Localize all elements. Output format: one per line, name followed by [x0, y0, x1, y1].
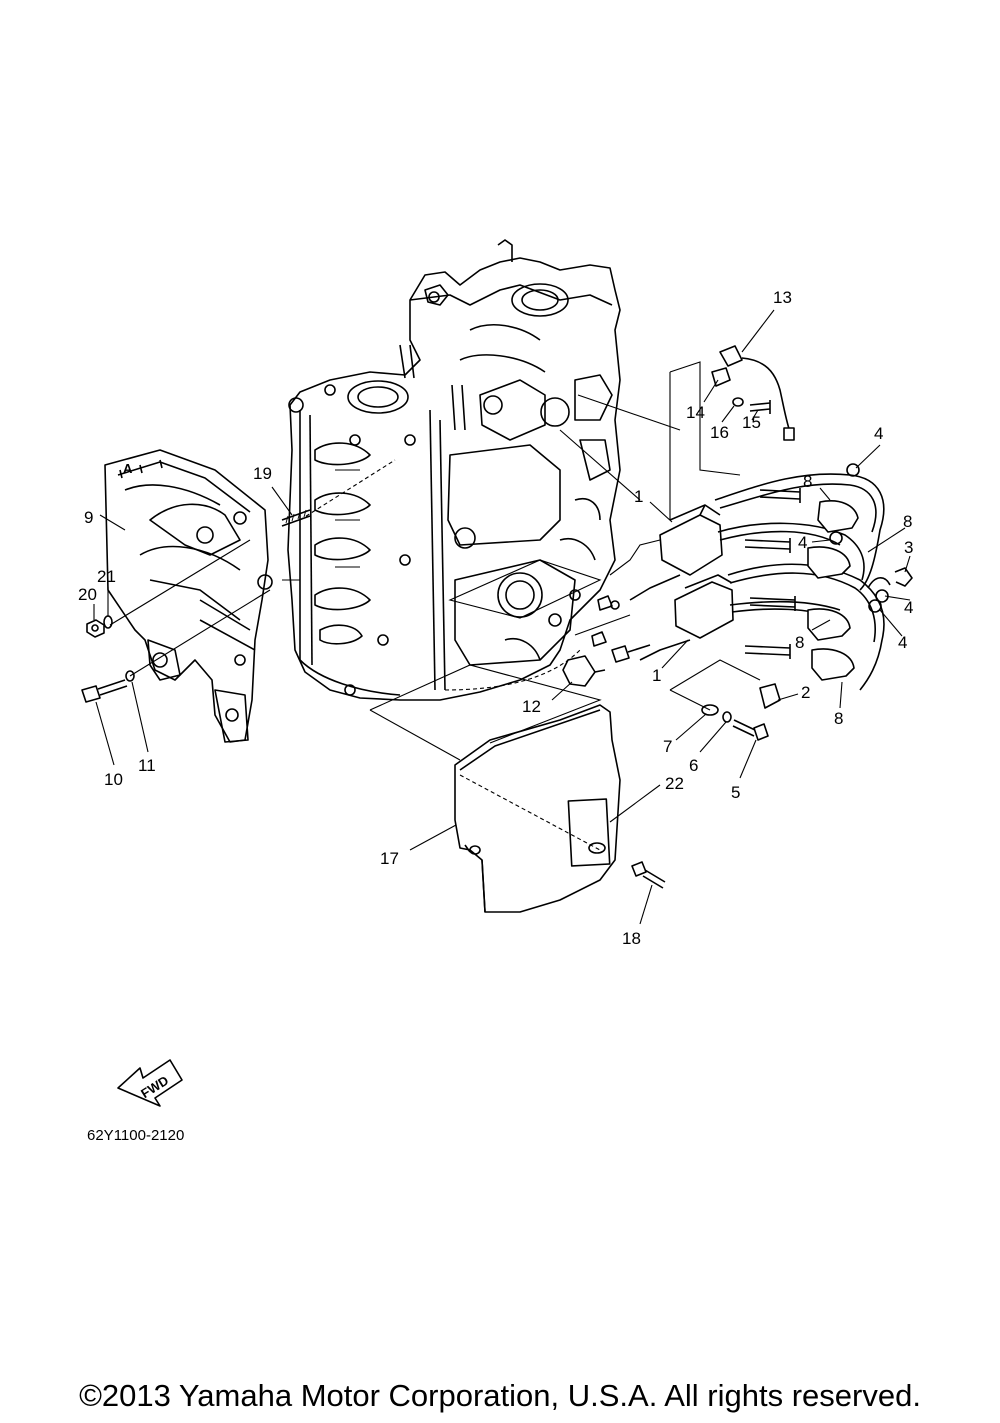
callout-2: 2: [801, 683, 810, 702]
callout-labels: 13 14 16 15 4 1 8 8 4 3 4 4 8 8 2 1 7 6 …: [78, 288, 913, 948]
svg-text:A: A: [123, 461, 133, 476]
callout-8-right: 8: [903, 512, 912, 531]
assembly-lines: [109, 361, 761, 851]
callout-8-mid: 8: [795, 633, 804, 652]
callout-4-mid: 4: [798, 533, 807, 552]
callout-11: 11: [138, 756, 156, 775]
callout-4-right-upper: 4: [904, 598, 913, 617]
callout-22: 22: [665, 774, 684, 793]
callout-5: 5: [731, 783, 740, 802]
callout-14: 14: [686, 403, 705, 422]
fwd-arrow-icon: FWD: [117, 1059, 183, 1107]
ignition-coils: [629, 463, 891, 691]
callout-13: 13: [773, 288, 792, 307]
callout-6: 6: [689, 756, 698, 775]
engine-bracket: A: [104, 449, 273, 743]
callout-8-upper: 8: [803, 472, 812, 491]
callout-1-lower: 1: [652, 666, 661, 685]
callout-19: 19: [253, 464, 272, 483]
copyright-notice: ©2013 Yamaha Motor Corporation, U.S.A. A…: [79, 1378, 921, 1413]
callout-17: 17: [380, 849, 399, 868]
callout-20: 20: [78, 585, 97, 604]
callout-18: 18: [622, 929, 641, 948]
callout-9: 9: [84, 508, 93, 527]
callout-4-top: 4: [874, 424, 883, 443]
sensor-harness: [711, 345, 795, 441]
callout-10: 10: [104, 770, 123, 789]
callout-4-right-lower: 4: [898, 633, 907, 652]
electrical-cover: [454, 704, 666, 913]
leader-lines: [93, 309, 911, 925]
callout-12: 12: [522, 697, 541, 716]
callout-7: 7: [663, 737, 672, 756]
callout-16: 16: [710, 423, 729, 442]
hardware: [81, 509, 913, 741]
diagram-code: 62Y1100-2120: [87, 1127, 184, 1144]
callout-21: 21: [97, 567, 116, 586]
callout-1-upper: 1: [634, 487, 643, 506]
callout-15: 15: [742, 413, 761, 432]
callout-8-bottom: 8: [834, 709, 843, 728]
callout-3: 3: [904, 538, 913, 557]
engine-block: [287, 239, 621, 701]
